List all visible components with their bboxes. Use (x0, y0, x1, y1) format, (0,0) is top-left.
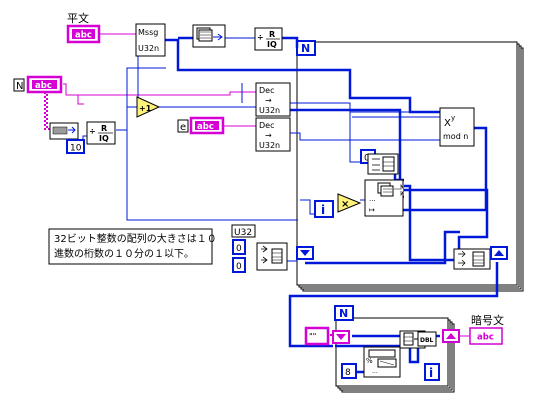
svg-text:abc: abc (75, 31, 92, 41)
inner-loop-count-terminal[interactable]: N (334, 305, 354, 321)
inner-loop-index-terminal[interactable]: i (424, 363, 440, 381)
svg-text:U32n: U32n (259, 106, 280, 115)
outer-for-loop[interactable] (296, 41, 524, 292)
modular-exponent-subvi[interactable]: X y mod n (439, 107, 475, 147)
svg-text:abc: abc (477, 333, 494, 343)
dec-to-u32n-subvi-1[interactable]: Dec → U32n (255, 82, 291, 117)
svg-text:abc: abc (197, 122, 214, 132)
inner-shift-register-left[interactable] (332, 330, 350, 344)
svg-text:U32n: U32n (259, 141, 280, 150)
svg-text:···: ··· (372, 370, 378, 377)
outer-loop-index-terminal[interactable]: i (314, 200, 334, 218)
svg-text:0: 0 (236, 244, 242, 254)
build-array-node[interactable] (453, 248, 491, 270)
plaintext-control[interactable]: 平文 abc (66, 11, 101, 44)
zero-constant-c[interactable]: 0 (232, 257, 246, 273)
quotient-remainder-node-1[interactable]: ÷ R IQ (86, 121, 116, 145)
empty-string-constant[interactable]: "" (304, 326, 330, 346)
svg-text:R: R (269, 30, 275, 39)
svg-text:R: R (101, 124, 107, 133)
svg-text:Dec: Dec (259, 121, 274, 130)
svg-text:IQ: IQ (99, 134, 109, 143)
svg-text:N: N (339, 307, 348, 320)
svg-text:N: N (16, 81, 23, 92)
increment-node[interactable]: +1 (136, 96, 161, 118)
svg-text:DBL: DBL (420, 337, 434, 344)
shift-register-right[interactable] (490, 246, 508, 260)
shift-register-left[interactable] (296, 246, 314, 260)
free-label-comment: 32ビット整数の配列の大きさは１０ 進数の桁数の１０分の１以下。 (48, 228, 217, 265)
mssg-to-u32n-subvi[interactable]: Mssg U32n (135, 23, 166, 57)
array-subset-node[interactable]: ... ↦ (364, 179, 405, 217)
outer-loop-count-terminal[interactable]: N (296, 40, 316, 56)
e-control[interactable]: e abc (177, 116, 225, 135)
svg-text:→: → (265, 96, 272, 105)
zero-constant-b[interactable]: 0 (232, 239, 246, 255)
numeric-wires (82, 37, 440, 262)
n-control[interactable]: N abc (13, 75, 63, 94)
svg-text:32ビット整数の配列の大きさは１０: 32ビット整数の配列の大きさは１０ (54, 232, 217, 245)
svg-text:"": "" (309, 332, 316, 341)
svg-text:...: ... (369, 195, 376, 203)
svg-text:%: % (366, 357, 373, 365)
ten-constant[interactable]: 10 (66, 139, 85, 154)
svg-text:進数の桁数の１０分の１以下。: 進数の桁数の１０分の１以下。 (54, 247, 194, 260)
initialize-array-node[interactable] (256, 242, 288, 271)
svg-text:0: 0 (364, 154, 370, 164)
quotient-remainder-node-2[interactable]: ÷ R IQ (254, 27, 283, 51)
array-size-node[interactable] (192, 24, 226, 48)
svg-text:暗号文: 暗号文 (471, 313, 504, 327)
u32-label: U32 (231, 224, 256, 238)
svg-text:X: X (444, 118, 451, 129)
svg-text:Dec: Dec (259, 86, 274, 95)
svg-text:0: 0 (236, 262, 242, 272)
string-length-node[interactable] (49, 122, 79, 140)
svg-text:y: y (451, 114, 455, 122)
svg-text:→: → (265, 131, 272, 140)
svg-text:×: × (341, 199, 349, 210)
svg-text:i: i (429, 366, 433, 380)
eight-constant[interactable]: 8 (341, 363, 357, 379)
format-into-string-node[interactable]: % ··· (363, 346, 401, 378)
svg-text:i: i (321, 203, 325, 217)
multiply-node[interactable]: × (337, 193, 362, 213)
svg-text:N: N (301, 42, 310, 55)
svg-text:U32: U32 (234, 228, 252, 238)
svg-text:平文: 平文 (67, 11, 89, 25)
svg-text:÷: ÷ (89, 127, 96, 136)
svg-text:e: e (180, 122, 186, 133)
svg-text:IQ: IQ (267, 40, 277, 49)
inner-shift-register-right[interactable] (442, 329, 460, 343)
dec-to-u32n-subvi-2[interactable]: Dec → U32n (255, 117, 291, 152)
svg-text:8: 8 (345, 368, 351, 378)
svg-text:abc: abc (35, 81, 52, 91)
svg-text:mod n: mod n (443, 132, 468, 141)
ciphertext-indicator: 暗号文 abc (469, 313, 504, 345)
svg-text:U32n: U32n (138, 44, 159, 53)
svg-text:Mssg: Mssg (138, 28, 158, 37)
concatenate-strings-node[interactable]: DBL (417, 331, 437, 347)
svg-text:↦: ↦ (369, 206, 375, 214)
string-wires (63, 33, 472, 337)
replace-array-subset-node[interactable] (367, 153, 399, 175)
svg-text:÷: ÷ (257, 33, 264, 42)
svg-text:10: 10 (70, 144, 82, 154)
svg-text:+1: +1 (139, 104, 152, 113)
